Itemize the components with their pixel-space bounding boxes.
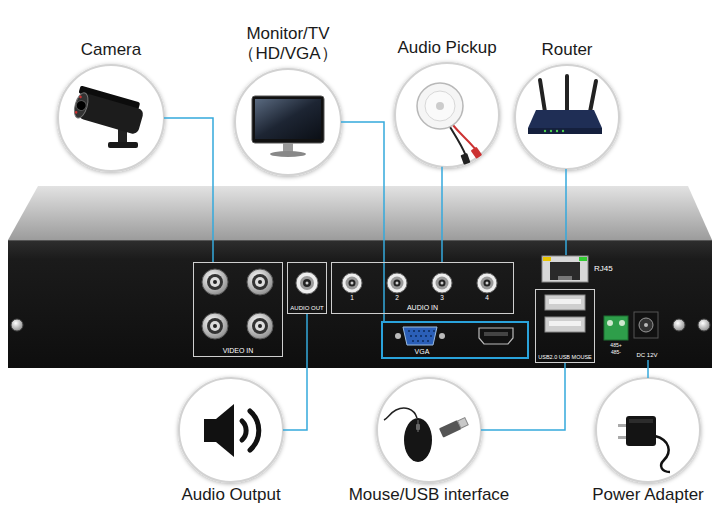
- power-adapter-icon: [618, 416, 670, 472]
- channel-number: 3: [440, 295, 444, 302]
- device-label: Camera: [81, 40, 141, 60]
- connector-line: [565, 169, 567, 255]
- port-box: DC 12V: [630, 308, 664, 360]
- device-circle: Router: [515, 65, 619, 169]
- mouse-icon: [384, 408, 469, 462]
- port-box: AUDIO OUT: [287, 262, 327, 314]
- device-label: Power Adapter: [592, 485, 704, 505]
- usb-ports: [545, 295, 585, 332]
- port-label: USB2.0 USB MOUSE: [536, 355, 594, 361]
- device-circle: Audio Output: [179, 378, 283, 482]
- channel-number: 4: [485, 295, 489, 302]
- device-label: Mouse/USB interface: [349, 485, 510, 505]
- port-label: VIDEO IN: [194, 347, 282, 354]
- monitor-icon: [252, 96, 324, 157]
- rj45-port: [542, 256, 588, 282]
- port-label: VGA: [407, 348, 437, 355]
- device-circle: Audio Pickup: [395, 63, 499, 167]
- vga-hdmi-ports: [395, 327, 513, 345]
- port-box: RJ45: [541, 255, 589, 283]
- connector-line: [283, 314, 307, 430]
- channel-number: 2: [395, 295, 399, 302]
- connector-line: [647, 360, 649, 378]
- device-circle: Camera: [58, 65, 164, 171]
- port-box: AUDIO IN: [331, 262, 514, 314]
- connector-line: [441, 167, 443, 262]
- port-label: AUDIO OUT: [288, 305, 326, 311]
- device-circle: Power Adapter: [596, 378, 700, 482]
- device-label: Audio Output: [181, 485, 280, 505]
- bnc-connectors: [202, 269, 273, 339]
- router-icon: [528, 76, 602, 134]
- port-label: DC 12V: [630, 352, 664, 358]
- device-label: Audio Pickup: [397, 38, 496, 58]
- pin-label: 485+: [610, 343, 621, 348]
- device-circles: [58, 63, 700, 482]
- channel-number: 1: [350, 295, 354, 302]
- port-box: VIDEO IN: [193, 262, 283, 357]
- device-label: Router: [541, 40, 592, 60]
- dvr-body: [8, 186, 712, 368]
- speaker-icon: [204, 404, 259, 457]
- microphone-icon: [417, 83, 482, 165]
- connector-line: [164, 118, 213, 262]
- connector-line: [341, 122, 384, 321]
- port-label: RJ45: [594, 265, 613, 273]
- connector-line: [481, 363, 565, 430]
- device-label: Monitor/TV （HD/VGA）: [223, 24, 353, 64]
- port-label: AUDIO IN: [332, 304, 513, 311]
- power-terminal: [604, 312, 658, 340]
- device-circle: Monitor/TV （HD/VGA）: [235, 69, 341, 175]
- pin-label: 485-: [611, 350, 621, 355]
- device-circle: Mouse/USB interface: [377, 378, 481, 482]
- camera-icon: [72, 86, 146, 148]
- port-box: VGA: [381, 321, 529, 359]
- port-box: USB2.0 USB MOUSE: [535, 289, 595, 363]
